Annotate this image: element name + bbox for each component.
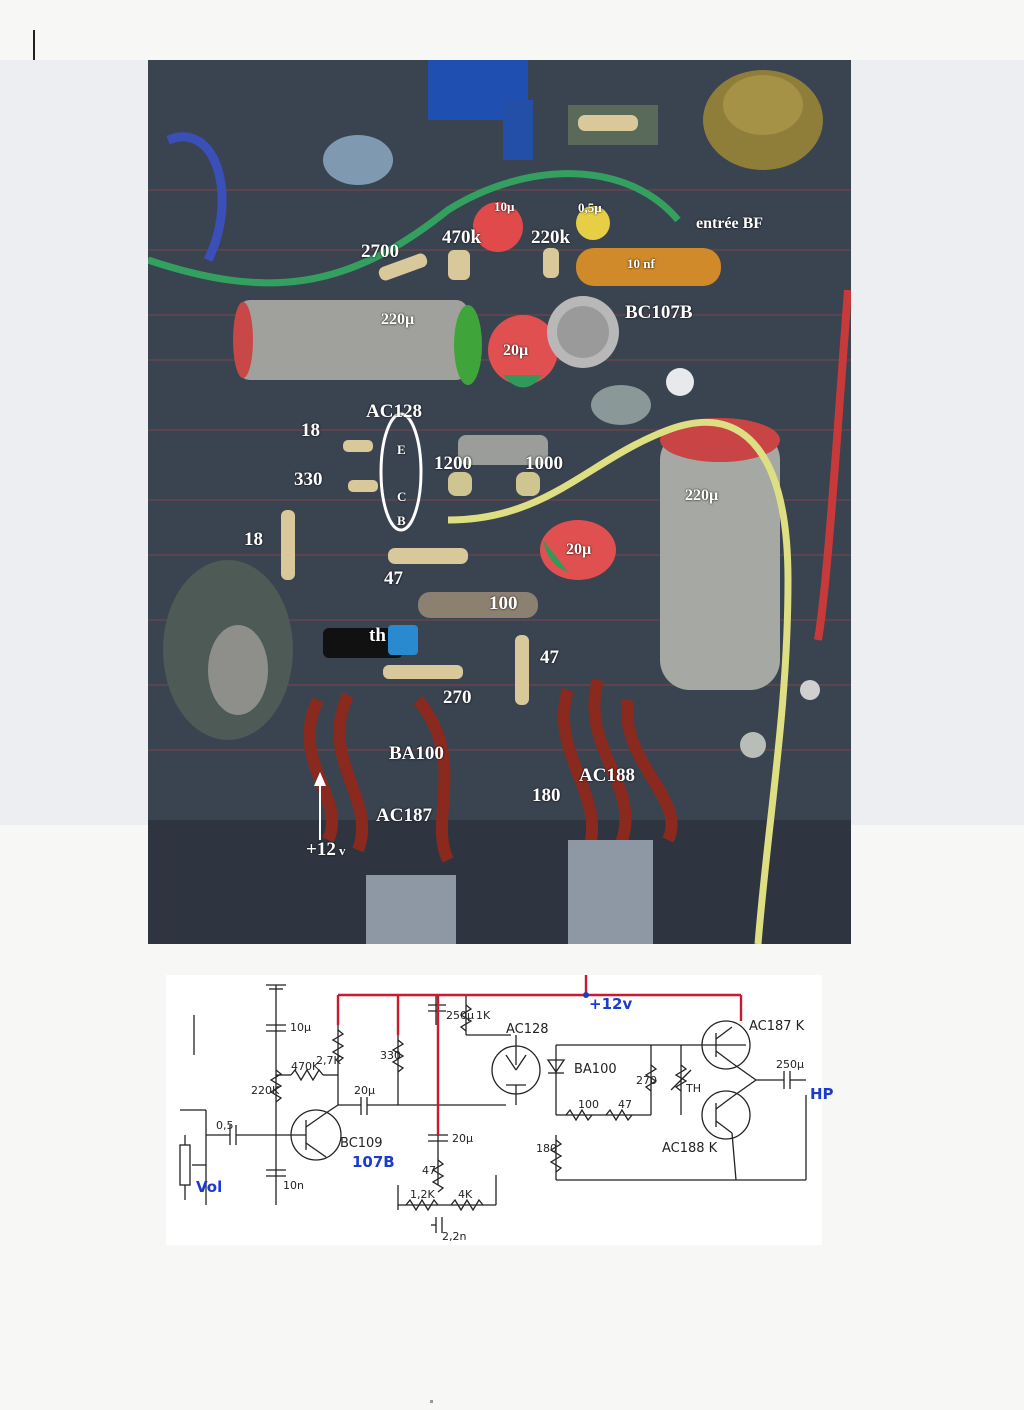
sch-ac187k: AC187 K — [749, 1019, 805, 1034]
label-volt-unit: v — [339, 843, 346, 858]
sch-r47-b: 47 — [422, 1164, 436, 1177]
sch-hp: HP — [810, 1085, 834, 1103]
sch-bc107b: 107B — [352, 1153, 395, 1171]
label-0-5u: 0,5µ — [578, 200, 602, 215]
label-ac128: AC128 — [366, 401, 422, 422]
label-10nf: 10 nf — [627, 256, 655, 271]
scan-speck — [430, 1400, 433, 1403]
sch-ba100: BA100 — [574, 1062, 617, 1077]
sch-r12k: 1,2K — [410, 1188, 435, 1201]
label-10u: 10µ — [494, 199, 515, 214]
label-270: 270 — [443, 687, 472, 708]
label-470k: 470k — [442, 227, 482, 248]
label-47-upper: 47 — [384, 568, 403, 589]
sch-r270: 270 — [636, 1074, 657, 1087]
sch-r100: 100 — [578, 1098, 599, 1111]
label-180: 180 — [532, 785, 561, 806]
label-100: 100 — [489, 593, 518, 614]
label-pin-b: B — [397, 513, 406, 528]
label-bc107b: BC107B — [625, 302, 693, 323]
label-20u-upper: 20µ — [503, 342, 529, 359]
label-1200: 1200 — [434, 453, 472, 474]
label-330: 330 — [294, 469, 323, 490]
label-47-lower: 47 — [540, 647, 559, 668]
sch-ac188k: AC188 K — [662, 1141, 718, 1156]
sch-r27k: 2,7K — [316, 1054, 341, 1067]
label-220k: 220k — [531, 227, 571, 248]
amplifier-board-photo: 10µ 0,5µ entrée BF 2700 470k 220k 10 nf … — [146, 60, 852, 945]
sch-r330: 330 — [380, 1049, 401, 1062]
sch-c250u-a: 250µ — [446, 1009, 474, 1022]
label-2700: 2700 — [361, 241, 399, 262]
label-pin-c: C — [397, 489, 407, 504]
sch-r220k: 220K — [251, 1084, 280, 1097]
amplifier-schematic: +12v 10µ 2,7K 470K 220K 0,5 Vol 10n BC10… — [166, 975, 834, 1245]
label-220u-axial: 220µ — [381, 311, 415, 328]
sch-th: TH — [686, 1082, 701, 1095]
sch-c10u: 10µ — [290, 1021, 311, 1034]
sch-c05: 0,5 — [216, 1119, 234, 1132]
sch-c22n: 2,2n — [442, 1230, 467, 1243]
sch-c20u-b: 20µ — [452, 1132, 473, 1145]
label-plus-12: +12 — [306, 839, 336, 860]
label-18-upper: 18 — [301, 420, 320, 441]
sch-r47-a: 47 — [618, 1098, 632, 1111]
label-pin-e: E — [397, 442, 406, 457]
label-ac187: AC187 — [376, 805, 432, 826]
sch-c10n: 10n — [283, 1179, 304, 1192]
sch-vol: Vol — [196, 1178, 223, 1196]
sch-r1k: 1K — [476, 1009, 491, 1022]
label-1000: 1000 — [525, 453, 563, 474]
sch-r470k: 470K — [291, 1060, 320, 1073]
label-18-lower: 18 — [244, 529, 263, 550]
label-entree-bf: entrée BF — [696, 215, 764, 232]
board-photo-drawing — [146, 60, 852, 945]
schematic-drawing — [166, 975, 822, 1245]
sch-supply-label: +12v — [589, 995, 633, 1013]
sch-ac128: AC128 — [506, 1022, 549, 1037]
label-th: th — [369, 625, 386, 646]
label-ba100: BA100 — [389, 743, 444, 764]
label-20u-lower: 20µ — [566, 541, 592, 558]
sch-c250u-b: 250µ — [776, 1058, 804, 1071]
sch-bc109: BC109 — [340, 1136, 383, 1151]
label-220u-can: 220µ — [685, 487, 719, 504]
sch-c20u-a: 20µ — [354, 1084, 375, 1097]
sch-r180: 180 — [536, 1142, 557, 1155]
sch-r4k: 4K — [458, 1188, 473, 1201]
label-ac188: AC188 — [579, 765, 635, 786]
